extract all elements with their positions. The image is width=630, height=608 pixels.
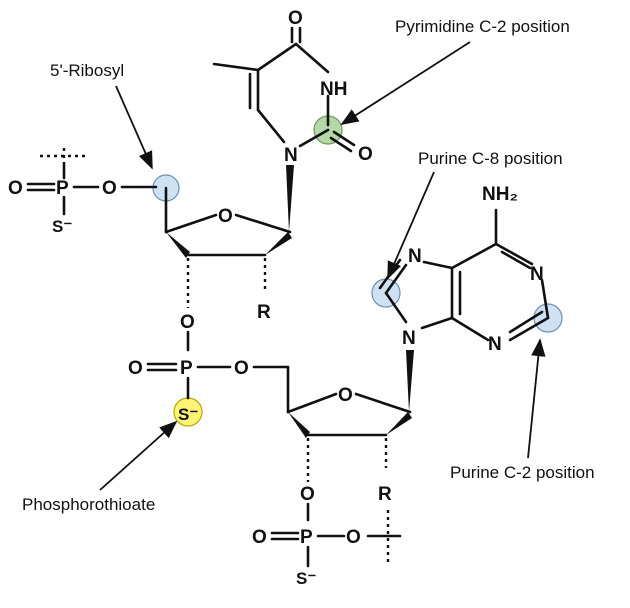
pyrimidine-base (212, 26, 356, 153)
atom-o-3prime-bottom: O (300, 484, 315, 505)
phosphate-middle (146, 330, 290, 414)
atom-n-adenine-n9: N (402, 328, 416, 349)
atom-o-phosphate-bottom-double: O (252, 527, 267, 548)
atom-p-phosphate-top: P (56, 178, 69, 199)
atom-o-phosphate-mid-ester: O (234, 358, 249, 379)
atom-nh2-adenine: NH₂ (482, 184, 518, 205)
label-ribosyl: 5'-Ribosyl (50, 61, 124, 80)
atom-s-phosphate-top: S⁻ (52, 217, 72, 236)
atom-o-ring-bottom: O (338, 385, 353, 406)
phosphate-top (26, 148, 158, 216)
ribose-sugar-top (164, 165, 294, 308)
atom-o-thymine-c2: O (358, 144, 373, 165)
ribose-sugar-bottom (286, 350, 414, 482)
arrow-phosphorothioate (99, 420, 178, 491)
arrow-pyrimidine-c2 (340, 41, 471, 125)
label-purine-c2: Purine C-2 position (450, 463, 595, 482)
atom-n-adenine-n7: N (408, 246, 422, 267)
arrow-purine-c2 (527, 338, 546, 459)
atom-o-phosphate-top-ester: O (102, 178, 117, 199)
label-phosphorothioate: Phosphorothioate (22, 495, 155, 514)
atom-o-ring-top: O (218, 206, 233, 227)
atom-o-phosphate-mid-double: O (128, 358, 143, 379)
atom-o-phosphate-bottom-ester: O (346, 527, 361, 548)
atom-n-thymine-n1: N (284, 145, 298, 166)
atom-p-phosphate-bottom: P (300, 527, 313, 548)
purine-base (378, 208, 550, 342)
atom-o-3prime-top: O (180, 312, 195, 333)
atom-n-adenine-n1: N (530, 264, 544, 285)
atom-r-top: R (257, 302, 271, 323)
atom-r-bottom: R (378, 484, 392, 505)
label-purine-c8: Purine C-8 position (418, 149, 563, 168)
atom-p-phosphate-mid: P (180, 358, 193, 379)
arrow-ribosyl (115, 85, 153, 170)
atom-nh-thymine: NH (320, 79, 347, 100)
phosphate-bottom (270, 502, 402, 568)
atom-s-phosphate-bottom: S⁻ (296, 569, 316, 588)
atom-o-phosphate-top-double: O (8, 178, 23, 199)
atom-o-thymine-c4: O (288, 8, 303, 29)
atom-s-phosphorothioate: S⁻ (178, 405, 198, 424)
arrow-purine-c8 (387, 171, 435, 280)
atom-n-adenine-n3: N (488, 334, 502, 355)
label-pyrimidine-c2: Pyrimidine C-2 position (395, 17, 570, 36)
